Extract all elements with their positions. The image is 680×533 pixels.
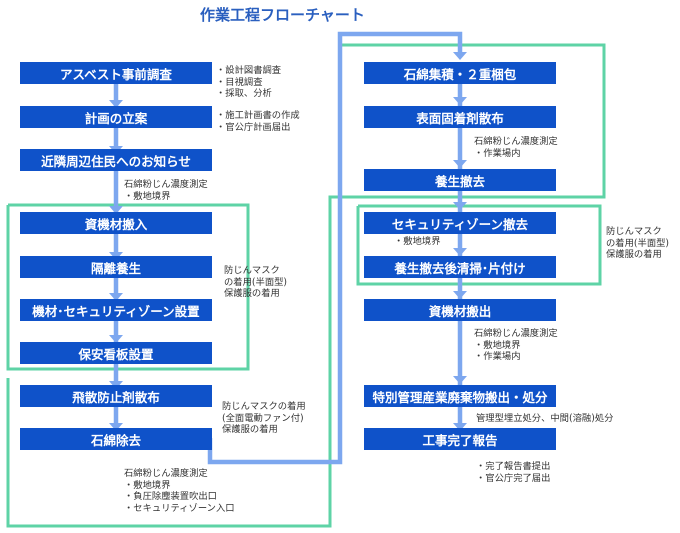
step-materials-in: 資機材搬入 [20, 212, 212, 234]
arrow-head [453, 52, 467, 60]
left-lower-frame [6, 43, 606, 528]
note-measure-removal: 石綿粉じん濃度測定 ・敷地境界 ・負圧除塵装置吹出口 ・セキュリティゾーン入口 [124, 468, 235, 514]
arrow-head [109, 100, 123, 108]
note-measure-boundary: 石綿粉じん濃度測定 ・敷地境界 [124, 179, 208, 202]
step-neighbor-notice: 近隣周辺住民へのお知らせ [20, 149, 212, 171]
arrow-head [453, 423, 467, 431]
step-completion-report: 工事完了報告 [364, 428, 556, 450]
arrow-head [453, 291, 467, 299]
step-asbestos-removal: 石綿除去 [20, 428, 212, 450]
step-materials-out: 資機材搬出 [364, 299, 556, 321]
arrow-head [453, 248, 467, 256]
step-security-zone-removal: セキュリティゾーン撤去 [364, 212, 556, 234]
arrow-head [109, 206, 123, 214]
arrow-head [109, 335, 123, 343]
left-upper-frame [6, 203, 250, 371]
step-curing-removal: 養生撤去 [364, 169, 556, 191]
arrow-head [453, 97, 467, 105]
page-title: 作業工程フローチャート [200, 6, 365, 24]
note-plan: ・施工計画書の作成 ・官公庁計画届出 [216, 110, 300, 133]
note-completion: ・完了報告書提出 ・官公庁完了届出 [476, 461, 551, 484]
arrow-head [453, 160, 467, 168]
step-planning: 計画の立案 [20, 106, 212, 128]
arrow-head [453, 202, 467, 210]
note-measure-work-area: 石綿粉じん濃度測定 ・作業場内 [474, 136, 558, 159]
step-asbestos-packing: 石綿集積・２重梱包 [364, 62, 556, 84]
note-survey: ・設計図書調査 ・目視調査 ・採取、分析 [216, 65, 282, 100]
note-disposal: 管理型埋立処分、中間(溶融)処分 [476, 413, 614, 424]
arrow-head [109, 293, 123, 301]
note-mask-half-left: 防じんマスク の着用(半面型) 保護服の着用 [224, 265, 288, 300]
step-waste-disposal: 特別管理産業廃棄物搬出・処分 [364, 385, 556, 407]
step-anti-scatter-spray: 飛散防止剤散布 [20, 385, 212, 407]
arrow-head [109, 423, 123, 431]
step-fixative-spray: 表面固着剤散布 [364, 106, 556, 128]
step-safety-sign: 保安看板設置 [20, 342, 212, 364]
step-security-zone-setup: 機材･セキュリティゾーン設置 [20, 299, 212, 321]
note-measure-exit: 石綿粉じん濃度測定 ・敷地境界 ・作業場内 [474, 328, 558, 363]
step-isolation: 隔離養生 [20, 256, 212, 278]
note-mask-half-right: 防じんマスク の着用(半面型) 保護服の着用 [606, 226, 670, 261]
right-mid-frame [356, 204, 602, 286]
note-boundary-only: ・敷地境界 [394, 236, 441, 247]
step-cleanup: 養生撤去後清掃･片付け [364, 256, 556, 278]
step-asbestos-survey: アスベスト事前調査 [20, 62, 212, 84]
cross-flow-line [207, 31, 463, 465]
note-mask-fan: 防じんマスクの着用 (全面電動ファン付) 保護服の着用 [222, 401, 306, 436]
arrow-head [453, 376, 467, 384]
